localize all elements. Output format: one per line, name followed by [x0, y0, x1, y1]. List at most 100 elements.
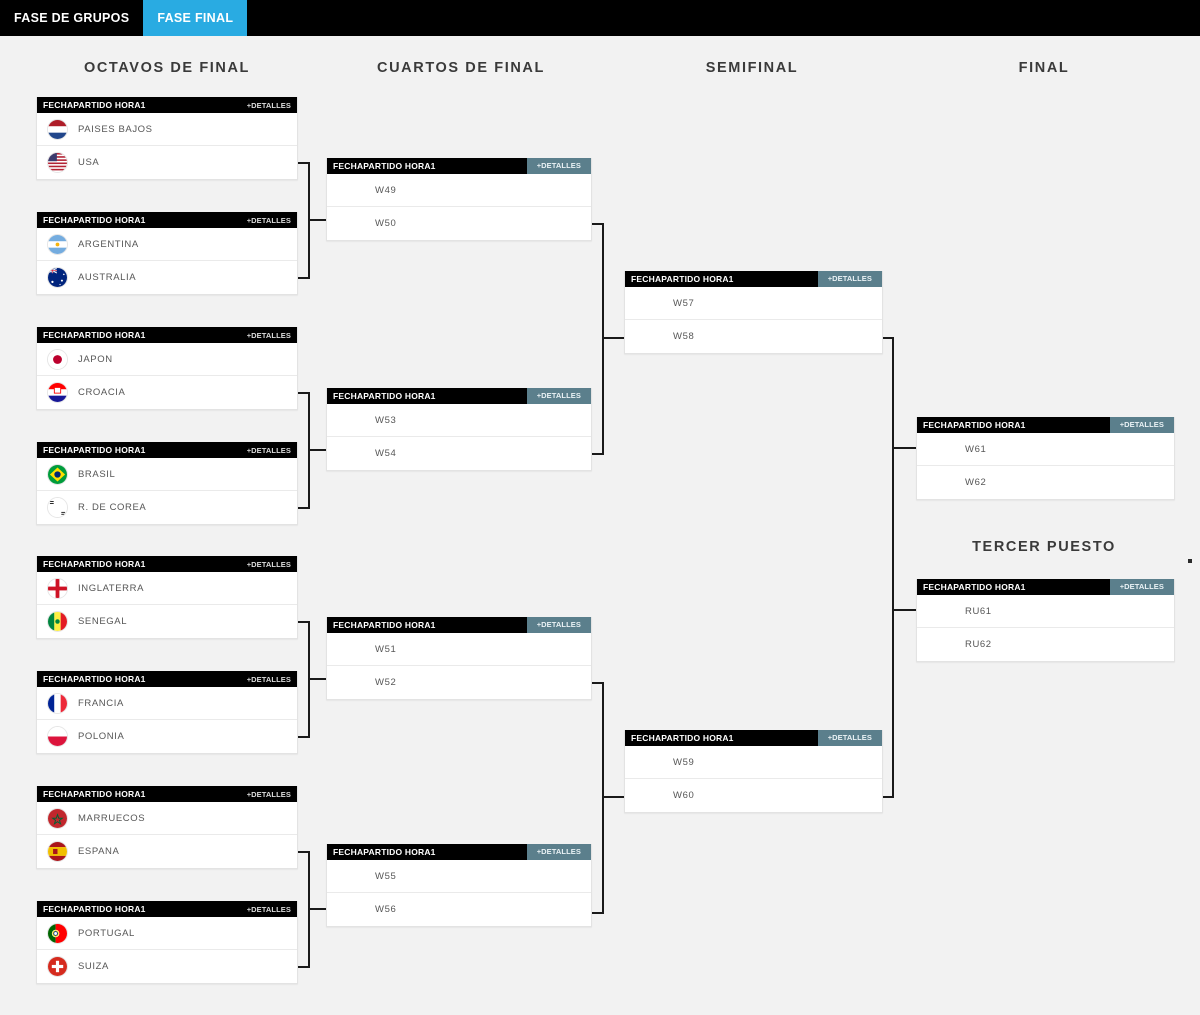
- match-header: FECHAPARTIDO HORA1 +DETALLES: [37, 671, 297, 687]
- tab-fase-final[interactable]: FASE FINAL: [143, 0, 248, 36]
- connector-v: [602, 682, 604, 914]
- connector-h: [298, 851, 310, 853]
- details-button[interactable]: +DETALLES: [526, 158, 591, 174]
- match-card-sf-1[interactable]: FECHAPARTIDO HORA1 +DETALLES W57 W58: [624, 271, 883, 354]
- slot-row[interactable]: W62: [917, 466, 1174, 499]
- slot-label: W57: [673, 297, 695, 309]
- stray-dot: [1188, 559, 1192, 563]
- team-name: PAISES BAJOS: [78, 123, 153, 135]
- match-card-r16-2[interactable]: FECHAPARTIDO HORA1 +DETALLES ARGENTINA A…: [36, 212, 298, 295]
- team-name: MARRUECOS: [78, 812, 146, 824]
- slot-row[interactable]: W59: [625, 746, 882, 779]
- team-row[interactable]: BRASIL: [37, 458, 297, 491]
- details-button[interactable]: +DETALLES: [526, 617, 591, 633]
- team-row[interactable]: USA: [37, 146, 297, 179]
- match-meta: FECHAPARTIDO HORA1: [333, 161, 436, 171]
- details-button[interactable]: +DETALLES: [1109, 417, 1174, 433]
- flag-morocco-icon: [47, 807, 68, 829]
- details-button[interactable]: +DETALLES: [246, 100, 291, 110]
- team-row[interactable]: SENEGAL: [37, 605, 297, 638]
- details-button[interactable]: +DETALLES: [526, 388, 591, 404]
- match-meta: FECHAPARTIDO HORA1: [631, 733, 734, 743]
- slot-row[interactable]: W52: [327, 666, 591, 699]
- team-row[interactable]: JAPON: [37, 343, 297, 376]
- slot-label: W56: [375, 904, 397, 915]
- details-button[interactable]: +DETALLES: [246, 674, 291, 684]
- match-header: FECHAPARTIDO HORA1 +DETALLES: [327, 158, 591, 174]
- slot-row[interactable]: W58: [625, 320, 882, 353]
- match-card-qf-1[interactable]: FECHAPARTIDO HORA1 +DETALLES W49 W50: [326, 158, 592, 241]
- slot-row[interactable]: W61: [917, 433, 1174, 466]
- match-card-qf-2[interactable]: FECHAPARTIDO HORA1 +DETALLES W53 W54: [326, 388, 592, 471]
- match-header: FECHAPARTIDO HORA1 +DETALLES: [625, 730, 882, 746]
- round-title-final: FINAL: [1018, 60, 1070, 76]
- details-button[interactable]: +DETALLES: [526, 844, 591, 860]
- team-row[interactable]: R. DE COREA: [37, 491, 297, 524]
- tab-fase-de-grupos[interactable]: FASE DE GRUPOS: [0, 0, 144, 36]
- connector-h: [592, 682, 604, 684]
- slot-row[interactable]: W60: [625, 779, 882, 812]
- slot-row[interactable]: W51: [327, 633, 591, 666]
- match-card-r16-3[interactable]: FECHAPARTIDO HORA1 +DETALLES JAPON CROAC…: [36, 327, 298, 410]
- team-row[interactable]: PORTUGAL: [37, 917, 297, 950]
- details-button[interactable]: +DETALLES: [246, 559, 291, 569]
- flag-usa-icon: [47, 152, 68, 173]
- connector-h: [308, 219, 326, 221]
- team-row[interactable]: INGLATERRA: [37, 572, 297, 605]
- details-button[interactable]: +DETALLES: [817, 271, 882, 287]
- slot-row[interactable]: RU62: [917, 628, 1174, 661]
- connector-v: [892, 337, 894, 798]
- team-row[interactable]: POLONIA: [37, 720, 297, 753]
- match-meta: FECHAPARTIDO HORA1: [333, 847, 436, 857]
- connector-h: [602, 796, 624, 798]
- team-row[interactable]: ESPANA: [37, 835, 297, 868]
- details-button[interactable]: +DETALLES: [1109, 579, 1174, 595]
- match-meta: FECHAPARTIDO HORA1: [43, 445, 146, 455]
- connector-h: [298, 736, 310, 738]
- connector-h: [592, 912, 604, 914]
- slot-label: W55: [375, 870, 397, 882]
- match-header: FECHAPARTIDO HORA1 +DETALLES: [37, 212, 297, 228]
- slot-label: W54: [375, 448, 397, 459]
- slot-row[interactable]: W53: [327, 404, 591, 437]
- slot-row[interactable]: RU61: [917, 595, 1174, 628]
- match-card-final[interactable]: FECHAPARTIDO HORA1 +DETALLES W61 W62: [916, 417, 1175, 500]
- match-card-r16-4[interactable]: FECHAPARTIDO HORA1 +DETALLES BRASIL R. D…: [36, 442, 298, 525]
- match-card-qf-3[interactable]: FECHAPARTIDO HORA1 +DETALLES W51 W52: [326, 617, 592, 700]
- team-row[interactable]: CROACIA: [37, 376, 297, 409]
- match-card-sf-2[interactable]: FECHAPARTIDO HORA1 +DETALLES W59 W60: [624, 730, 883, 813]
- match-meta: FECHAPARTIDO HORA1: [333, 391, 436, 401]
- connector-h: [892, 609, 916, 611]
- match-card-r16-7[interactable]: FECHAPARTIDO HORA1 +DETALLES MARRUECOS E…: [36, 786, 298, 869]
- details-button[interactable]: +DETALLES: [246, 904, 291, 914]
- match-card-r16-5[interactable]: FECHAPARTIDO HORA1 +DETALLES INGLATERRA …: [36, 556, 298, 639]
- details-button[interactable]: +DETALLES: [246, 445, 291, 455]
- match-card-r16-8[interactable]: FECHAPARTIDO HORA1 +DETALLES PORTUGAL SU…: [36, 901, 298, 984]
- match-header: FECHAPARTIDO HORA1 +DETALLES: [37, 786, 297, 802]
- details-button[interactable]: +DETALLES: [817, 730, 882, 746]
- connector-h: [892, 447, 916, 449]
- team-row[interactable]: MARRUECOS: [37, 802, 297, 835]
- team-row[interactable]: AUSTRALIA: [37, 261, 297, 294]
- slot-row[interactable]: W50: [327, 207, 591, 240]
- details-button[interactable]: +DETALLES: [246, 789, 291, 799]
- slot-row[interactable]: W56: [327, 893, 591, 926]
- connector-h: [308, 908, 326, 910]
- slot-row[interactable]: W49: [327, 174, 591, 207]
- flag-argentina-icon: [47, 233, 68, 255]
- match-card-r16-6[interactable]: FECHAPARTIDO HORA1 +DETALLES FRANCIA POL…: [36, 671, 298, 754]
- top-tab-bar: FASE DE GRUPOS FASE FINAL: [0, 0, 1200, 36]
- slot-row[interactable]: W55: [327, 860, 591, 893]
- details-button[interactable]: +DETALLES: [246, 330, 291, 340]
- details-button[interactable]: +DETALLES: [246, 215, 291, 225]
- team-row[interactable]: PAISES BAJOS: [37, 113, 297, 146]
- match-card-third-place[interactable]: FECHAPARTIDO HORA1 +DETALLES RU61 RU62: [916, 579, 1175, 662]
- flag-senegal-icon: [47, 611, 68, 632]
- match-card-r16-1[interactable]: FECHAPARTIDO HORA1 +DETALLES PAISES BAJO…: [36, 97, 298, 180]
- slot-row[interactable]: W57: [625, 287, 882, 320]
- team-row[interactable]: FRANCIA: [37, 687, 297, 720]
- slot-row[interactable]: W54: [327, 437, 591, 470]
- team-row[interactable]: ARGENTINA: [37, 228, 297, 261]
- team-row[interactable]: SUIZA: [37, 950, 297, 983]
- match-card-qf-4[interactable]: FECHAPARTIDO HORA1 +DETALLES W55 W56: [326, 844, 592, 927]
